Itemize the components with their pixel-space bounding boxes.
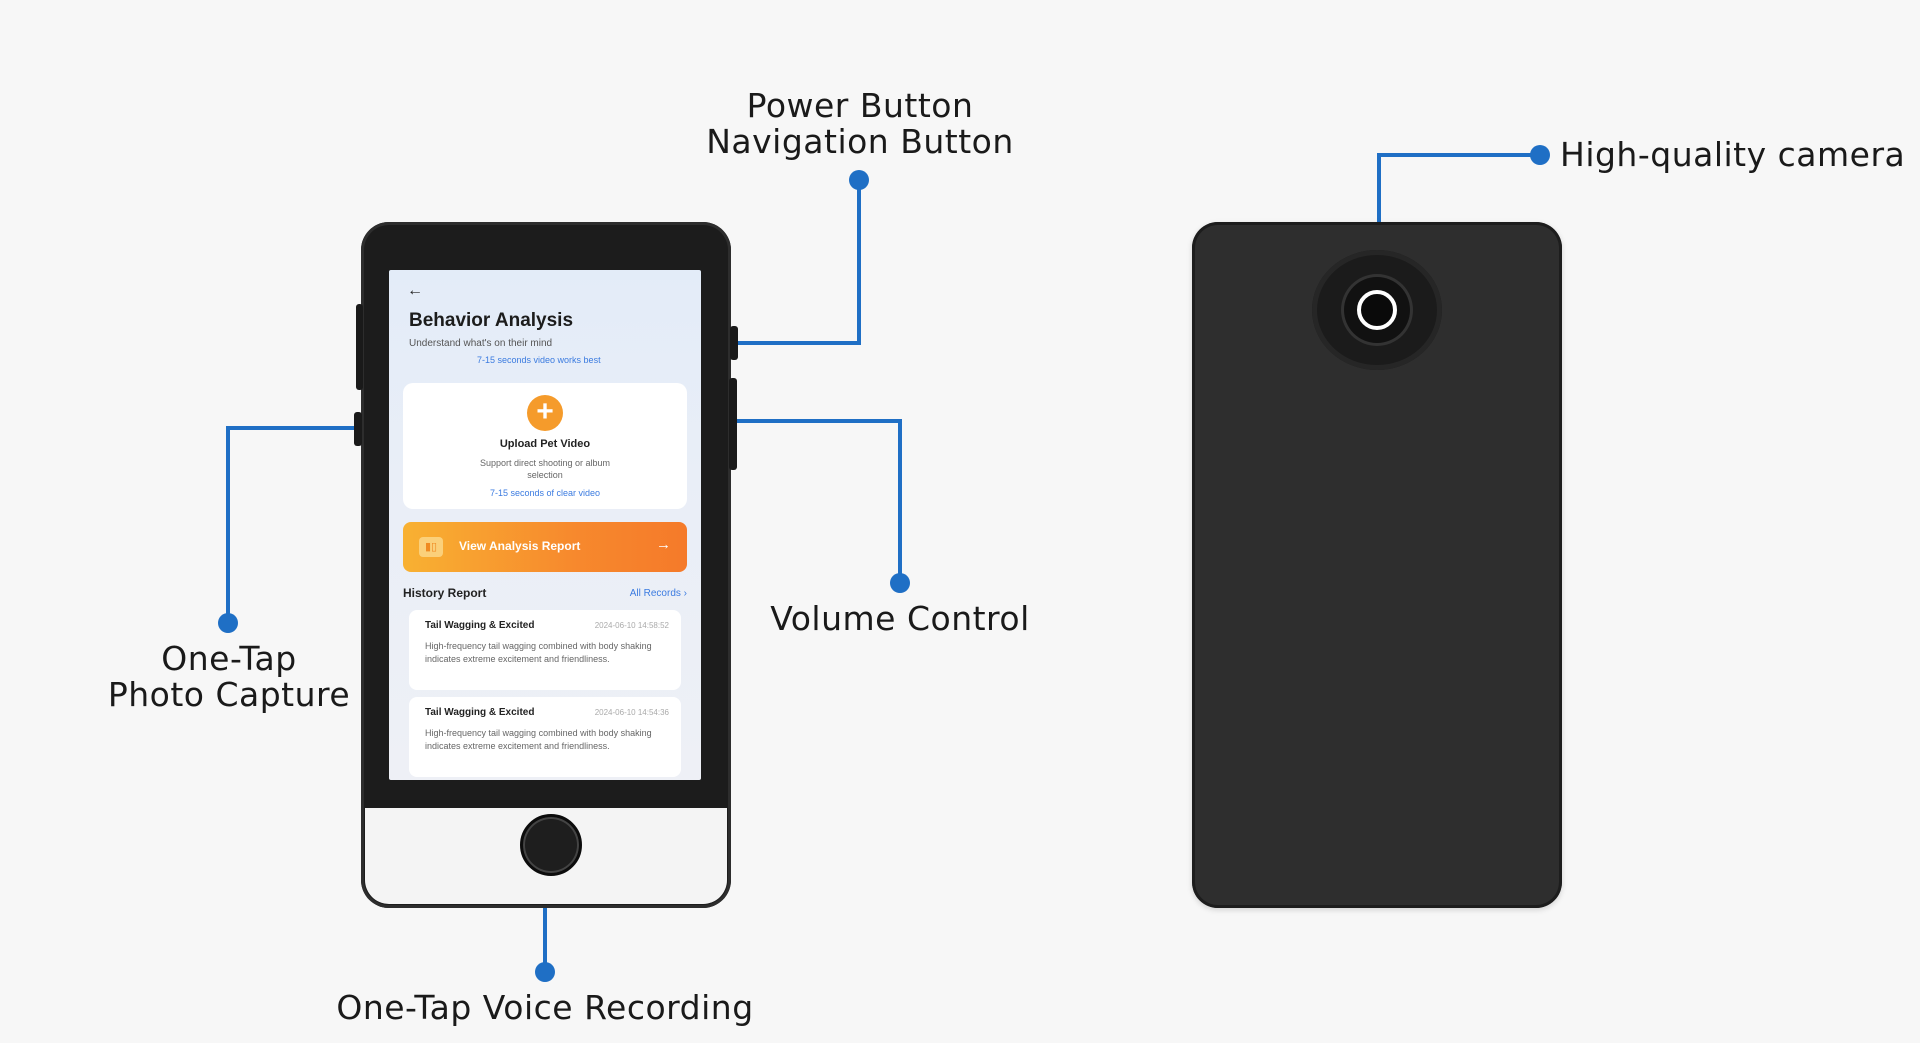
history-item[interactable]: Tail Wagging & Excited 2024-06-10 14:58:…: [409, 610, 681, 690]
plus-icon[interactable]: +: [527, 395, 563, 431]
camera-module: [1312, 250, 1442, 370]
upload-title: Upload Pet Video: [499, 438, 591, 450]
photo-capture-line2: Photo Capture: [107, 675, 351, 714]
volume-control-label: Volume Control: [770, 599, 1030, 638]
device-chin: [365, 808, 727, 904]
camera-lens-icon: [1357, 290, 1397, 330]
screen-title: Behavior Analysis: [409, 310, 574, 331]
history-item-time: 2024-06-10 14:54:36: [594, 708, 669, 717]
screen-hint: 7-15 seconds video works best: [477, 355, 601, 365]
photo-capture-line: [226, 426, 359, 623]
back-arrow-icon[interactable]: ←: [407, 282, 423, 299]
power-button[interactable]: [730, 326, 738, 360]
navigation-button-text: Navigation Button: [706, 122, 1014, 161]
photo-capture-label: One-Tap Photo Capture: [100, 641, 358, 713]
history-item-desc: High-frequency tail wagging combined wit…: [425, 728, 652, 751]
history-item[interactable]: Tail Wagging & Excited 2024-06-10 14:54:…: [409, 697, 681, 777]
upload-hint: 7-15 seconds of clear video: [489, 488, 601, 498]
history-item-time: 2024-06-10 14:58:52: [594, 621, 669, 630]
arrow-right-icon: →: [656, 536, 671, 553]
history-item-title: Tail Wagging & Excited: [425, 620, 535, 631]
report-button-label: View Analysis Report: [459, 539, 581, 553]
device-screen: ← Behavior Analysis Understand what's on…: [389, 270, 701, 780]
report-chart-icon: ▮▯: [419, 537, 443, 557]
photo-capture-button[interactable]: [354, 412, 362, 446]
upload-description: Support direct shooting or album selecti…: [479, 458, 611, 480]
power-button-text: Power Button: [746, 86, 974, 125]
power-button-dot: [849, 170, 869, 190]
power-navigation-label: Power Button Navigation Button: [700, 88, 1020, 160]
voice-recording-button[interactable]: [520, 814, 582, 876]
history-item-title: Tail Wagging & Excited: [425, 707, 535, 718]
upload-pet-video-card[interactable]: + Upload Pet Video Support direct shooti…: [403, 383, 687, 509]
voice-recording-label: One-Tap Voice Recording: [336, 988, 754, 1027]
volume-button[interactable]: [729, 378, 737, 470]
power-button-line: [736, 180, 861, 345]
history-report-title: History Report: [403, 586, 487, 600]
device-front: ← Behavior Analysis Understand what's on…: [354, 222, 738, 908]
device-back: [1192, 222, 1562, 908]
left-side-strip: [356, 304, 363, 390]
camera-label: High-quality camera: [1560, 135, 1906, 174]
photo-capture-dot: [218, 613, 238, 633]
camera-housing: [1344, 277, 1410, 343]
volume-control-dot: [890, 573, 910, 593]
screen-subtitle: Understand what's on their mind: [409, 338, 553, 349]
volume-control-line: [734, 419, 902, 583]
all-records-link[interactable]: All Records ›: [629, 588, 687, 599]
voice-recording-dot: [535, 962, 555, 982]
view-analysis-report-button[interactable]: ▮▯ View Analysis Report →: [403, 522, 687, 572]
camera-dot: [1530, 145, 1550, 165]
photo-capture-line1: One-Tap: [161, 639, 297, 678]
history-item-desc: High-frequency tail wagging combined wit…: [425, 641, 652, 664]
